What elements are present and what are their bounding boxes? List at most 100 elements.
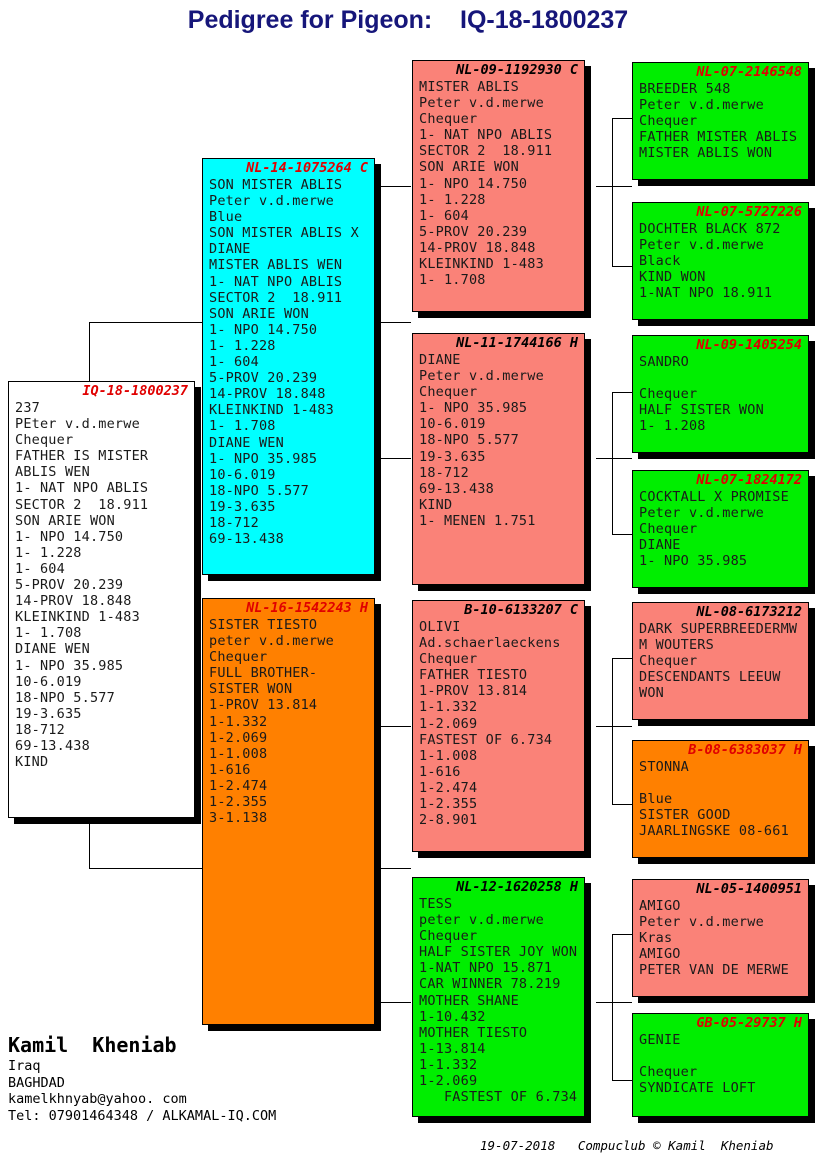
connector-gp1-in xyxy=(596,186,632,187)
card-line: MOTHER SHANE xyxy=(419,992,519,1009)
card-line: Chequer xyxy=(209,649,268,666)
card-header-ring: NL-07-5727226 xyxy=(696,204,802,220)
card-line: ABLIS WEN xyxy=(15,464,90,481)
card-line: KIND WON xyxy=(639,269,706,286)
card-line: HALF SISTER WON xyxy=(639,402,764,419)
card-line: Blue xyxy=(209,209,243,226)
page-title: Pedigree for Pigeon: IQ-18-1800237 xyxy=(187,6,629,34)
connector-gp3-vert xyxy=(612,658,613,804)
owner-city: BAGHDAD xyxy=(8,1074,65,1091)
connector-gp1-top xyxy=(612,118,632,119)
card-line: 1-1.008 xyxy=(419,747,478,764)
card-line: 1-PROV 13.814 xyxy=(419,683,528,700)
card-line: 1- 1.228 xyxy=(209,337,276,354)
card-line: SON ARIE WON xyxy=(209,305,309,322)
card-line: 18-NPO 5.577 xyxy=(15,689,115,706)
card-line: KIND xyxy=(15,754,49,771)
card-line: SISTER TIESTO xyxy=(209,617,318,633)
card-line: 5-PROV 20.239 xyxy=(419,223,528,240)
card-line: PETER VAN DE MERWE xyxy=(639,962,789,979)
card-header-ring: GB-05-29737 H xyxy=(696,1015,802,1031)
card-line: 69-13.438 xyxy=(209,531,284,548)
card-line: 1-1.332 xyxy=(419,699,478,716)
card-line xyxy=(639,370,808,386)
owner-country: Iraq xyxy=(8,1058,41,1074)
card-line: SISTER WON xyxy=(209,681,293,698)
card-line: MISTER ABLIS WON xyxy=(639,145,773,162)
connector-dam-top xyxy=(375,726,411,727)
card-line: FATHER TIESTO xyxy=(419,667,528,684)
card-line: 1-2.069 xyxy=(419,1073,478,1090)
owner-footer: Kamil Kheniab Iraq BAGHDAD kamelkhnyab@y… xyxy=(8,1032,276,1124)
card-line: Chequer xyxy=(419,651,478,668)
card-line: 1- 604 xyxy=(419,207,469,224)
card-line: Ad.schaerlaeckens xyxy=(419,635,561,652)
card-line: 1- NAT NPO ABLIS xyxy=(419,127,553,144)
card-line: 1-2.069 xyxy=(209,729,268,746)
card-line: 1-2.355 xyxy=(209,794,268,811)
card-line: 18-712 xyxy=(15,721,65,738)
card-line: GENIE xyxy=(639,1032,681,1048)
connector-gp4-in xyxy=(596,1002,632,1003)
connector-gp1-bottom xyxy=(612,266,632,267)
card-header-ring: NL-12-1620258 H xyxy=(456,879,578,895)
card-line: 1-1.008 xyxy=(209,745,268,762)
card-header-ring: NL-08-6173212 xyxy=(696,604,802,620)
card-header-ring: NL-09-1405254 xyxy=(696,337,802,353)
card-line: DIANE xyxy=(639,537,681,554)
connector-gp2-vert xyxy=(612,392,613,534)
card-header-ring: NL-07-1824172 xyxy=(696,472,802,488)
card-line: Chequer xyxy=(419,928,478,945)
card-line: SYNDICATE LOFT xyxy=(639,1080,756,1097)
card-line: Peter v.d.merwe xyxy=(209,193,334,210)
card-line: 237 xyxy=(15,400,40,416)
card-line: peter v.d.merwe xyxy=(209,633,334,650)
card-line: 1-NAT NPO 15.871 xyxy=(419,960,553,977)
card-line: MOTHER TIESTO xyxy=(419,1024,528,1041)
card-line: 1- 1.208 xyxy=(639,418,706,435)
card-line: KLEINKIND 1-483 xyxy=(209,402,334,419)
card-line: 1-2.474 xyxy=(419,779,478,796)
card-line: 69-13.438 xyxy=(419,480,494,497)
card-line: 1- MENEN 1.751 xyxy=(419,512,536,529)
card-line: 1- 1.228 xyxy=(15,544,82,561)
card-line: 10-6.019 xyxy=(15,673,82,690)
card-line: 1- NAT NPO ABLIS xyxy=(15,480,149,497)
card-line: SISTER GOOD xyxy=(639,807,731,824)
card-line: JAARLINGSKE 08-661 xyxy=(639,823,789,840)
card-line: KLEINKIND 1-483 xyxy=(15,609,140,626)
card-line: 1- NPO 35.985 xyxy=(15,657,124,674)
card-line: SECTOR 2 18.911 xyxy=(419,143,553,160)
card-line: 1- NPO 35.985 xyxy=(419,400,528,417)
card-line: 1- NPO 14.750 xyxy=(419,175,528,192)
card-line: DESCENDANTS LEEUW xyxy=(639,669,781,686)
card-line: DIANE xyxy=(209,241,251,258)
card-line: 1- 1.708 xyxy=(15,625,82,642)
connector-subject-bottom xyxy=(89,868,202,869)
card-line: 19-3.635 xyxy=(419,448,486,465)
card-line: 1- NPO 35.985 xyxy=(639,553,748,570)
card-line: BREEDER 548 xyxy=(639,81,731,97)
card-line: DOCHTER BLACK 872 xyxy=(639,221,781,237)
